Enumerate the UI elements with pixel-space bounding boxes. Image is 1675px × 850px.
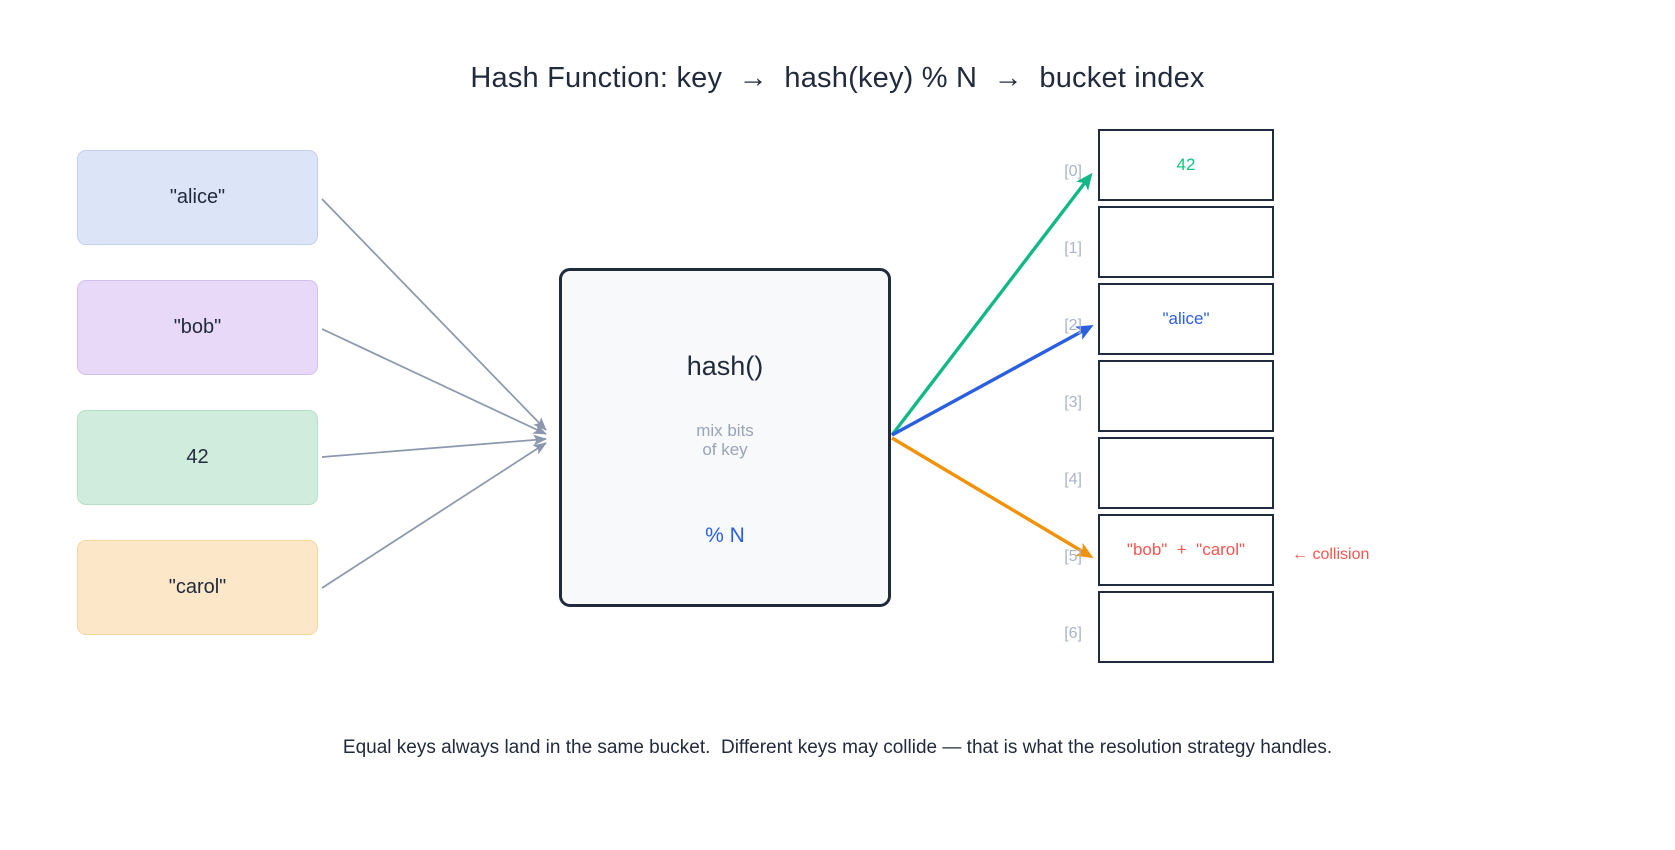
hash-function-subtitle: mix bits of key [696,421,754,460]
key-box-label: 42 [186,446,209,468]
bucket-value-5: "bob" + "carol" [1126,540,1246,559]
key-box-label: "carol" [168,576,227,598]
bucket-index-4: [4] [1064,471,1082,488]
arrow-hash-to-bucket-5 [891,436,1094,559]
bucket-index-2: [2] [1064,317,1082,334]
bucket-index-1: [1] [1064,240,1082,257]
hash-function-box[interactable]: hash() mix bits of key % N [559,268,891,607]
bucket-cell-3[interactable] [1098,360,1274,432]
arrow-bob-to-hash [321,328,547,435]
bucket-cell-0[interactable]: 42 [1098,129,1274,201]
arrow-carol-to-hash [321,442,547,589]
key-box-bob[interactable]: "bob" [77,280,318,375]
bucket-index-0: [0] [1064,163,1082,180]
key-box-label: "bob" [173,316,222,338]
bucket-index-6: [6] [1064,625,1082,642]
diagram-title: Hash Function: key → hash(key) % N → buc… [470,62,1205,94]
collision-annotation: ← collision [1292,546,1370,563]
bucket-cell-6[interactable] [1098,591,1274,663]
key-box-label: "alice" [169,186,226,208]
bucket-cell-5[interactable]: "bob" + "carol" [1098,514,1274,586]
footer-caption: Equal keys always land in the same bucke… [342,737,1333,758]
key-box-alice[interactable]: "alice" [77,150,318,245]
key-box-42[interactable]: 42 [77,410,318,505]
bucket-index-5: [5] [1064,548,1082,565]
hash-function-title: hash() [686,351,764,381]
bucket-cell-2[interactable]: "alice" [1098,283,1274,355]
arrow-alice-to-hash [321,198,547,431]
bucket-cell-4[interactable] [1098,437,1274,509]
bucket-value-0: 42 [1176,155,1196,174]
bucket-index-3: [3] [1064,394,1082,411]
bucket-value-2: "alice" [1162,309,1210,328]
key-box-carol[interactable]: "carol" [77,540,318,635]
arrow-42-to-hash [321,434,548,458]
bucket-cell-1[interactable] [1098,206,1274,278]
arrow-hash-to-bucket-2 [891,325,1094,437]
hash-modulo-label: % N [705,524,745,547]
